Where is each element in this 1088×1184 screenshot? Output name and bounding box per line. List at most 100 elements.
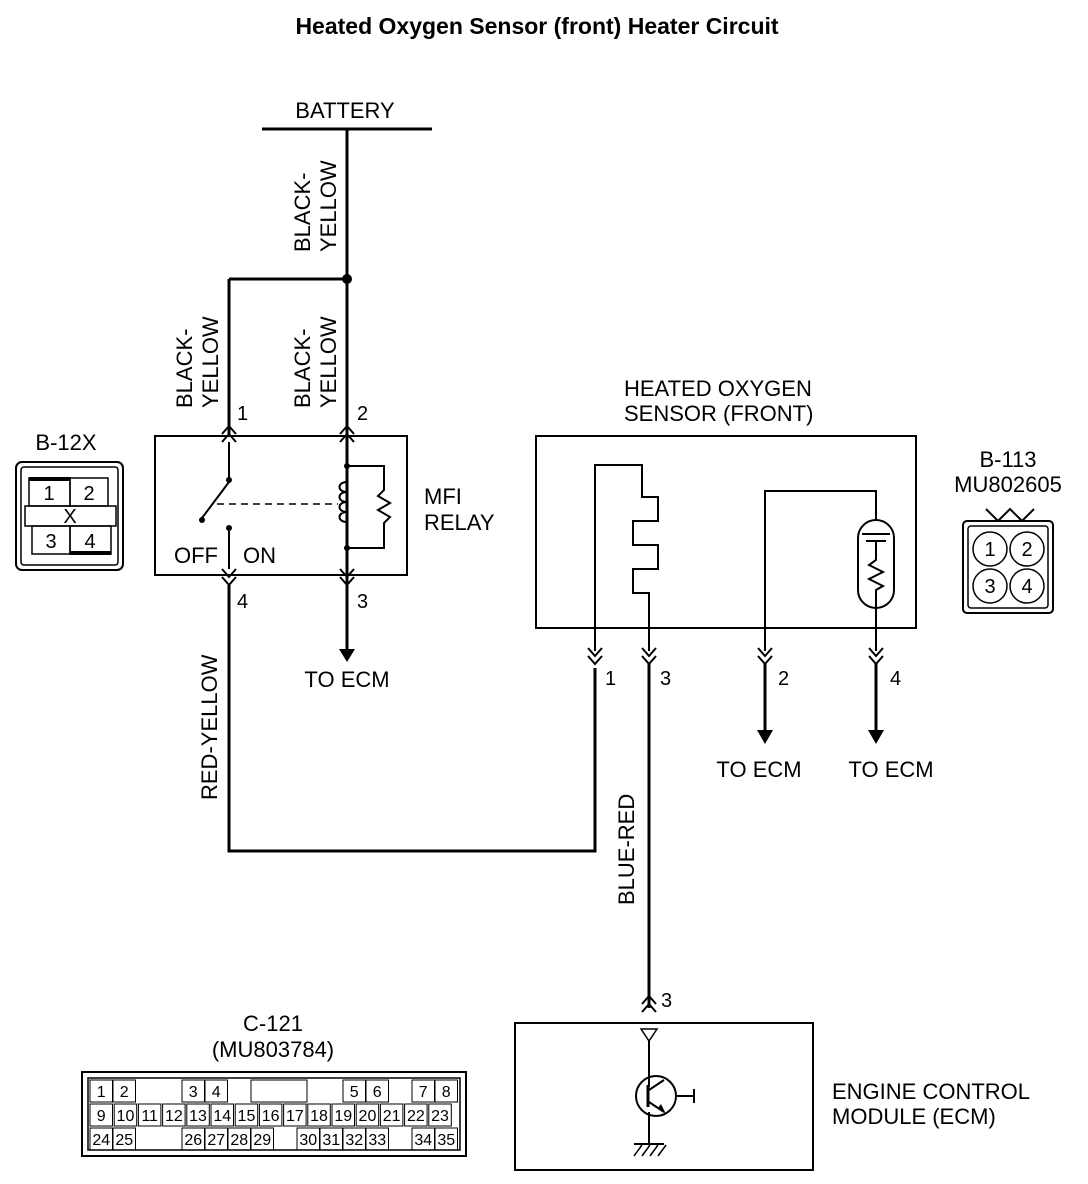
diagram-title: Heated Oxygen Sensor (front) Heater Circ… xyxy=(295,13,778,39)
relay-coil xyxy=(338,481,348,523)
c121-cell xyxy=(89,1103,113,1127)
b113-body xyxy=(962,520,1054,614)
ecm-name-1: ENGINE CONTROL xyxy=(832,1079,1030,1104)
relay-output-wire: RED-YELLOW xyxy=(197,585,597,853)
connector-inner xyxy=(20,466,119,566)
c121-cell-label: 19 xyxy=(334,1108,352,1125)
to-ecm-arrow-2 xyxy=(757,730,773,744)
sensor-pin-2: 2 xyxy=(778,668,789,690)
pin4-terminal xyxy=(221,568,237,587)
mfi-relay: MFI RELAY 1 2 4 3 OFF ON xyxy=(154,403,495,613)
sensor-name-2: SENSOR (FRONT) xyxy=(624,401,813,426)
ecm-pin3-terminal xyxy=(641,994,657,1013)
b113-cell-1: 1 xyxy=(984,539,995,561)
switch-blade xyxy=(201,481,230,519)
c121-cell xyxy=(307,1103,331,1127)
sensor-connector-part: MU802605 xyxy=(954,472,1062,497)
c121-cell-label: 12 xyxy=(165,1108,183,1125)
b12x-cell-2: 2 xyxy=(83,483,94,505)
relay-output-color: RED-YELLOW xyxy=(197,654,222,800)
ecm-input-marker xyxy=(639,1028,659,1043)
relay-resistor xyxy=(347,465,392,549)
c121-cell-label: 11 xyxy=(141,1108,158,1125)
c121-cell xyxy=(379,1103,404,1127)
c121-cell xyxy=(428,1103,452,1127)
sensor-heater-element xyxy=(594,464,659,651)
c121-cell-label: 24 xyxy=(92,1132,110,1149)
switch-off-label: OFF xyxy=(174,543,218,568)
c121-cell-label: 28 xyxy=(230,1132,248,1149)
b113-cell-2: 2 xyxy=(1021,539,1032,561)
ecm-connector-part: (MU803784) xyxy=(212,1037,334,1062)
relay-name-1: MFI xyxy=(424,484,462,509)
sensor-connector-b113: B-113 MU802605 1 2 3 4 xyxy=(954,447,1062,614)
c121-cell xyxy=(258,1103,283,1127)
c121-cell-label: 20 xyxy=(359,1108,377,1125)
relay-pin3-to-ecm: TO ECM xyxy=(304,649,390,692)
ecm-box xyxy=(514,1022,814,1171)
c121-cell xyxy=(210,1103,234,1127)
c121-cell-label: 31 xyxy=(322,1132,340,1149)
battery-feed-color-2: YELLOW xyxy=(316,160,341,252)
c121-cell xyxy=(162,1103,186,1127)
relay-connector-id: B-12X xyxy=(35,430,96,455)
c121-cell xyxy=(331,1103,355,1127)
c121-cell-label: 30 xyxy=(299,1132,317,1149)
sensor-pin-3: 3 xyxy=(660,668,671,690)
sensor-pin-1: 1 xyxy=(605,668,616,690)
c121-cell xyxy=(365,1127,389,1151)
b12x-cell-4: 4 xyxy=(84,531,95,553)
switch-on-label: ON xyxy=(243,543,276,568)
c121-cell-label: 1 xyxy=(97,1084,106,1101)
relay-box xyxy=(154,435,408,576)
c121-cell-label: 17 xyxy=(286,1108,304,1125)
sensor-cell-resistor xyxy=(866,541,886,651)
sensor-pin1-terminal xyxy=(587,647,603,666)
c121-cell-label: 33 xyxy=(368,1132,386,1149)
c121-cell-label: 3 xyxy=(189,1084,198,1101)
sensor-box xyxy=(535,435,917,629)
c121-cell-label: 29 xyxy=(253,1132,271,1149)
sensor-to-ecm-wire: BLUE-RED 3 xyxy=(614,664,672,1013)
relay-connector-b12x: B-12X 1 2 X 3 4 xyxy=(15,430,124,571)
sensor-to-ecm-color: BLUE-RED xyxy=(614,794,639,905)
battery-feed-wire: BLACK- YELLOW BLACK- YELLOW BLACK- YELLO… xyxy=(172,129,352,650)
c121-cell xyxy=(434,1079,458,1103)
pin3-terminal xyxy=(339,568,355,587)
pin1-terminal xyxy=(221,424,237,443)
relay-pin-1: 1 xyxy=(237,403,248,425)
c121-cell xyxy=(404,1103,428,1127)
b113-latch xyxy=(985,507,1035,523)
c121-cell-label: 26 xyxy=(184,1132,202,1149)
c121-cell xyxy=(186,1103,210,1127)
ecm-transistor-icon xyxy=(635,1075,677,1117)
c121-cell-label: 35 xyxy=(437,1132,455,1149)
c121-cell xyxy=(112,1079,136,1103)
engine-control-module: ENGINE CONTROL MODULE (ECM) xyxy=(514,1022,1030,1171)
c121-cell-label: 7 xyxy=(419,1084,428,1101)
relay-pin-2: 2 xyxy=(357,403,368,425)
pin2-terminal xyxy=(339,424,355,443)
c121-cell-label: 21 xyxy=(383,1108,401,1125)
switch-on-contact xyxy=(226,525,232,531)
to-ecm-label-2: TO ECM xyxy=(716,757,801,782)
battery-label: BATTERY xyxy=(295,98,395,123)
sensor-connector-id: B-113 xyxy=(979,447,1036,472)
c121-outer xyxy=(81,1071,467,1157)
b12x-cell-x: X xyxy=(63,506,76,528)
sensor-name-1: HEATED OXYGEN xyxy=(624,376,812,401)
c121-cell-label: 4 xyxy=(212,1084,221,1101)
c121-cell xyxy=(250,1127,274,1151)
b12x-cell-3: 3 xyxy=(45,531,56,553)
c121-cell-label: 16 xyxy=(262,1108,280,1125)
c121-cell-label: 14 xyxy=(213,1108,231,1125)
to-ecm-label-3: TO ECM xyxy=(848,757,933,782)
c121-cell xyxy=(355,1103,380,1127)
c121-cell-label: 34 xyxy=(414,1132,432,1149)
c121-cell-label: 22 xyxy=(407,1108,425,1125)
heated-oxygen-sensor: HEATED OXYGEN SENSOR (FRONT) 1 3 2 4 TO … xyxy=(535,376,934,782)
ecm-pin-3: 3 xyxy=(661,990,672,1012)
to-ecm-label-1: TO ECM xyxy=(304,667,389,692)
c121-cell-label: 27 xyxy=(207,1132,225,1149)
to-ecm-arrow-3 xyxy=(868,730,884,744)
